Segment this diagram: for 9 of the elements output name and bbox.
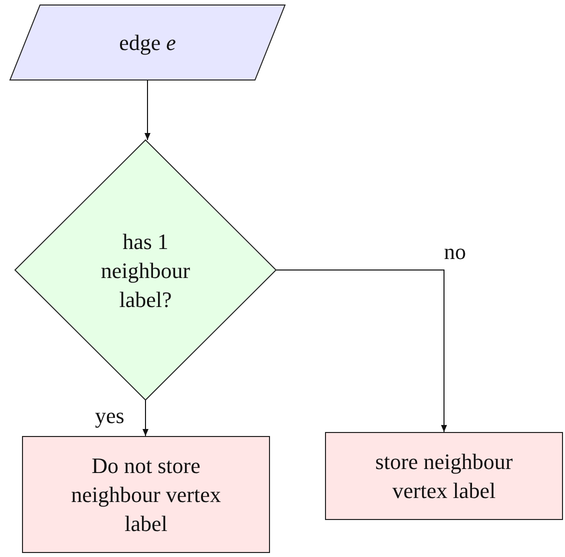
arrow <box>144 80 150 140</box>
node-text: edge e <box>118 29 177 57</box>
node-text: has 1 neighbour label? <box>100 228 192 314</box>
process-box <box>325 432 563 520</box>
node-text: Do not store neighbour vertex label <box>70 452 222 538</box>
arrow <box>142 400 148 436</box>
process-box <box>22 436 270 553</box>
node-text: store neighbour vertex label <box>374 448 514 505</box>
arrow <box>276 270 447 432</box>
